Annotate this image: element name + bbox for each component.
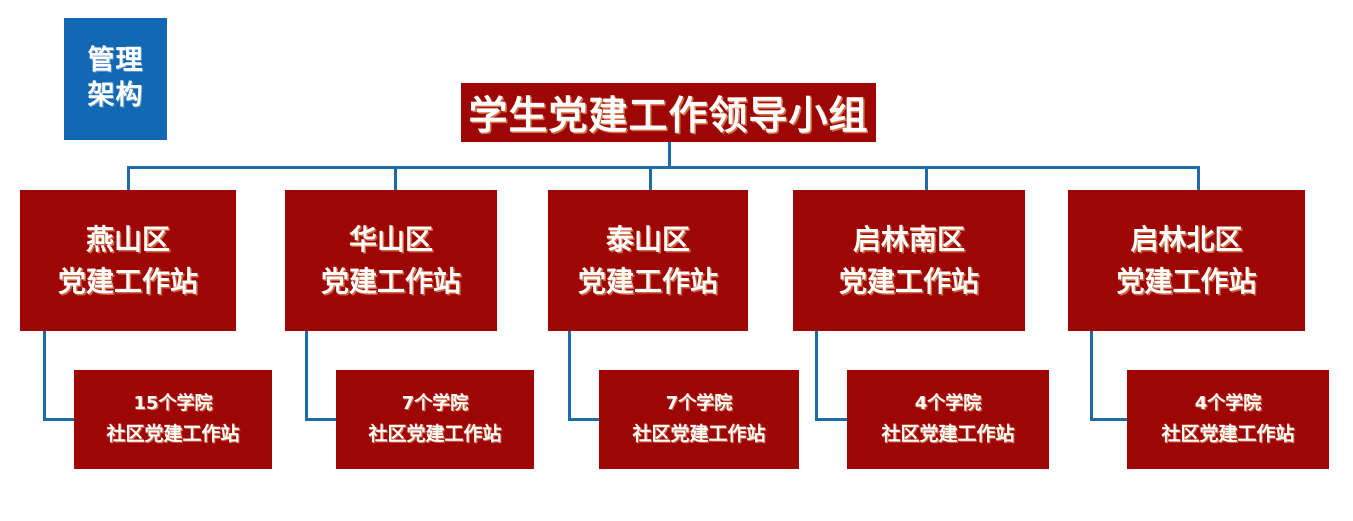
connector-elbow-horizontal-5 <box>1090 418 1128 421</box>
connector-drop-district-3 <box>649 166 652 191</box>
badge-line-1: 管理 <box>87 45 144 77</box>
district-unit-3: 党建工作站 <box>577 264 718 298</box>
connector-elbow-horizontal-4 <box>815 418 848 421</box>
district-unit-2: 党建工作站 <box>320 264 461 298</box>
district-name-1: 燕山区 <box>85 222 170 256</box>
district-node-4: 启林南区 党建工作站 <box>793 190 1025 331</box>
connector-drop-district-1 <box>127 166 130 191</box>
district-name-2: 华山区 <box>348 222 433 256</box>
connector-elbow-horizontal-2 <box>305 418 338 421</box>
college-node-3: 7个学院 社区党建工作站 <box>599 370 799 469</box>
college-unit-1: 社区党建工作站 <box>106 422 240 445</box>
connector-elbow-horizontal-3 <box>568 418 601 421</box>
college-node-4: 4个学院 社区党建工作站 <box>847 370 1049 469</box>
college-count-4: 4个学院 <box>914 392 982 414</box>
connector-horizontal-bus <box>127 166 1200 169</box>
district-node-1: 燕山区 党建工作站 <box>20 190 236 331</box>
connector-elbow-vertical-2 <box>305 331 308 420</box>
college-unit-4: 社区党建工作站 <box>881 422 1015 445</box>
connector-elbow-vertical-3 <box>568 331 571 420</box>
college-count-5: 4个学院 <box>1194 392 1262 414</box>
college-count-3: 7个学院 <box>665 392 733 414</box>
connector-drop-district-4 <box>925 166 928 191</box>
connector-drop-district-2 <box>394 166 397 191</box>
college-count-1: 15个学院 <box>133 392 213 414</box>
badge-line-2: 架构 <box>87 80 144 111</box>
connector-drop-district-5 <box>1197 166 1200 191</box>
district-node-2: 华山区 党建工作站 <box>285 190 497 331</box>
connector-root-drop <box>668 142 671 168</box>
college-unit-5: 社区党建工作站 <box>1161 422 1295 445</box>
district-unit-5: 党建工作站 <box>1116 264 1257 298</box>
college-count-2: 7个学院 <box>401 392 469 414</box>
district-node-5: 启林北区 党建工作站 <box>1068 190 1305 331</box>
district-name-4: 启林南区 <box>852 222 965 256</box>
district-unit-4: 党建工作站 <box>838 264 979 298</box>
connector-elbow-vertical-4 <box>815 331 818 420</box>
district-node-3: 泰山区 党建工作站 <box>548 190 748 331</box>
college-unit-3: 社区党建工作站 <box>632 422 766 445</box>
district-name-5: 启林北区 <box>1130 222 1243 256</box>
district-name-3: 泰山区 <box>605 222 690 256</box>
college-node-1: 15个学院 社区党建工作站 <box>74 370 272 469</box>
root-node-label: 学生党建工作领导小组 <box>468 93 869 139</box>
college-node-5: 4个学院 社区党建工作站 <box>1127 370 1329 469</box>
district-unit-1: 党建工作站 <box>57 264 198 298</box>
college-unit-2: 社区党建工作站 <box>368 422 502 445</box>
connector-elbow-horizontal-1 <box>43 418 76 421</box>
management-structure-badge: 管理 架构 <box>64 18 167 140</box>
connector-elbow-vertical-5 <box>1090 331 1093 420</box>
root-node-leading-group: 学生党建工作领导小组 <box>461 83 876 142</box>
connector-elbow-vertical-1 <box>43 331 46 420</box>
college-node-2: 7个学院 社区党建工作站 <box>336 370 534 469</box>
